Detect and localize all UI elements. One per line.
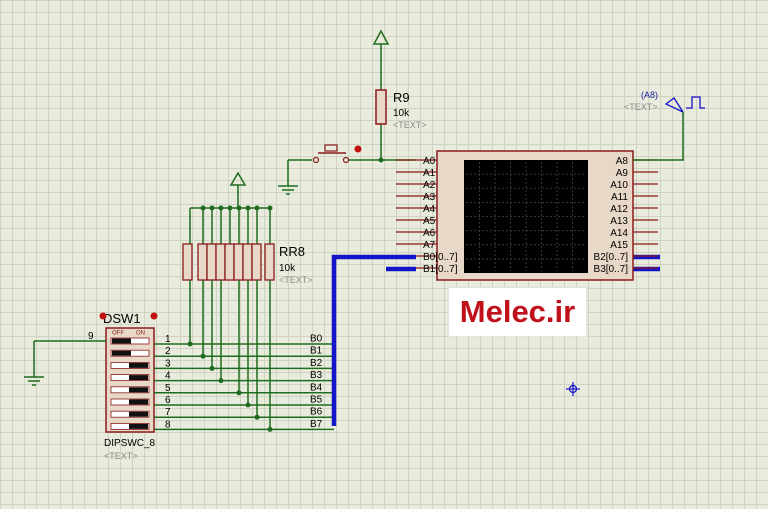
matrix-left-pin: A2 — [423, 180, 436, 191]
dsw1-common-pin: 9 — [88, 331, 94, 342]
power-terminal-icon — [229, 171, 247, 186]
resistor-element — [206, 243, 217, 281]
r9-ref-label: R9 — [393, 90, 410, 105]
dsw1-pin-number: 1 — [165, 334, 171, 345]
dip-switch-lever[interactable] — [129, 411, 148, 417]
dsw1-type-label: DIPSWC_8 — [104, 438, 156, 449]
rr8-ref-label: RR8 — [279, 244, 305, 259]
matrix-left-pin: B1[0..7] — [423, 264, 458, 275]
junction-dot — [245, 402, 251, 408]
clock-text-placeholder: <TEXT> — [624, 102, 658, 112]
r9-value-label: 10k — [393, 108, 410, 119]
matrix-right-pin: A9 — [616, 168, 629, 179]
resistor-element — [197, 243, 208, 281]
matrix-right-pin: A13 — [610, 216, 628, 227]
dip-switch-lever[interactable] — [129, 387, 148, 393]
resistor-element — [264, 243, 275, 281]
bus-label: B6 — [310, 407, 323, 418]
resistor-element — [224, 243, 235, 281]
dsw1-on-label: ON — [136, 331, 145, 337]
matrix-right-pin: A11 — [611, 192, 628, 203]
dsw1-pin-number: 6 — [165, 395, 171, 406]
data-bus[interactable] — [331, 254, 660, 426]
junction-dot — [187, 341, 193, 347]
matrix-right-pin: A10 — [610, 180, 628, 191]
dip-switch-lever[interactable] — [129, 399, 148, 405]
matrix-right-pin: A8 — [616, 156, 629, 167]
bus-label: B7 — [310, 419, 323, 430]
matrix-right-pin: A15 — [610, 240, 628, 251]
dsw1-pin-number: 7 — [165, 407, 171, 418]
dip-switch-lever[interactable] — [112, 350, 131, 356]
resistor-r9[interactable]: R9 10k <TEXT> — [372, 29, 427, 160]
dsw1-pin-number: 5 — [165, 383, 171, 394]
clock-source-icon — [664, 97, 684, 113]
led-matrix-component[interactable]: A0A1A2A3A4A5A6A7B0[0..7]B1[0..7]A8A9A10A… — [396, 150, 658, 281]
matrix-right-pin: A12 — [610, 204, 628, 215]
resistor-element — [233, 243, 244, 281]
clock-label: (A8) — [641, 90, 658, 100]
bus-label: B5 — [310, 395, 323, 406]
matrix-left-pin: A5 — [423, 216, 436, 227]
resistor-element — [242, 243, 253, 281]
junction-dot — [200, 353, 206, 359]
dsw1-pin-number: 2 — [165, 346, 171, 357]
square-wave-icon — [686, 96, 705, 109]
matrix-right-pin: B2[0..7] — [594, 252, 629, 263]
matrix-left-pin: B0[0..7] — [423, 252, 458, 263]
matrix-left-pin: A6 — [423, 228, 436, 239]
bus-label: B4 — [310, 382, 323, 393]
dsw1-pin-number: 4 — [165, 371, 171, 382]
bus-label: B2 — [310, 358, 323, 369]
matrix-left-pin: A7 — [423, 240, 436, 251]
dsw1-off-label: OFF — [112, 331, 124, 337]
resistor-element — [251, 243, 262, 281]
dip-switch-lever[interactable] — [129, 423, 148, 429]
dsw1-pin-number: 3 — [165, 358, 171, 369]
bus-label: B3 — [310, 370, 323, 381]
clock-generator[interactable]: (A8) <TEXT> — [624, 90, 705, 161]
matrix-left-pin: A4 — [423, 204, 436, 215]
bus-label: B1 — [310, 346, 323, 357]
resistor-pack-rr8[interactable]: RR8 10k <TEXT> — [182, 171, 313, 285]
dip-switch-lever[interactable] — [129, 362, 148, 368]
dsw1-pin-number: 8 — [165, 419, 171, 430]
resistor-element — [182, 243, 193, 281]
origin-crosshair-icon — [566, 382, 580, 396]
matrix-left-pin: A0 — [423, 156, 436, 167]
junction-dot — [218, 378, 224, 384]
dip-switch-lever[interactable] — [129, 375, 148, 381]
junction-dot — [254, 414, 260, 420]
rr8-text-placeholder: <TEXT> — [279, 275, 313, 285]
resistor-element — [215, 243, 226, 281]
junction-dot — [236, 390, 242, 396]
push-button-circuit[interactable] — [278, 144, 416, 195]
watermark-logo: Melec.ir — [449, 288, 586, 336]
junction-dot — [209, 365, 215, 371]
matrix-left-pin: A3 — [423, 192, 436, 203]
dsw1-text-placeholder: <TEXT> — [104, 451, 138, 461]
rr8-value-label: 10k — [279, 263, 296, 274]
dip-switch-lever[interactable] — [112, 338, 131, 344]
bus-label: B0 — [310, 334, 323, 345]
matrix-right-pin: A14 — [610, 228, 628, 239]
matrix-left-pin: A1 — [423, 168, 436, 179]
matrix-right-pin: B3[0..7] — [594, 264, 629, 275]
r9-text-placeholder: <TEXT> — [393, 120, 427, 130]
dsw1-ref-label: DSW1 — [103, 311, 141, 326]
junction-dot — [267, 426, 273, 432]
power-terminal-icon — [372, 29, 390, 45]
